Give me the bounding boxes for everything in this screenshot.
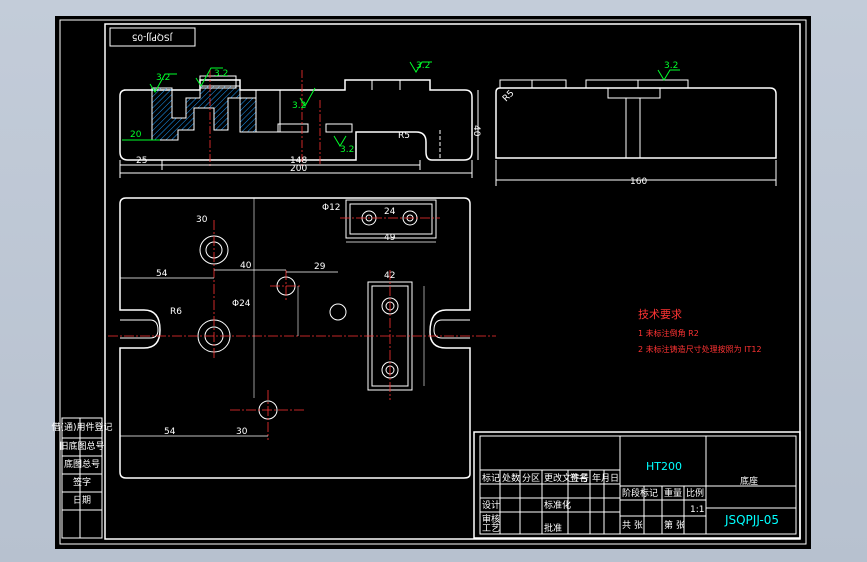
tech-req-line-1: 1 未标注倒角 R2 (638, 328, 699, 338)
roughness-front-3: 3.2 (292, 101, 306, 111)
scale-label: 1:1 (690, 505, 704, 515)
dim-top-24: 24 (384, 207, 396, 217)
dim-top-54b: 54 (164, 427, 176, 437)
sheet-background (55, 16, 811, 549)
roughness-front-1: 3.2 (156, 73, 170, 83)
dim-top-40: 40 (240, 261, 252, 271)
tb-label-1: 标记 (482, 472, 500, 484)
material-label: HT200 (646, 460, 682, 473)
tech-req-line-2: 2 未标注铸造尺寸处理按照为 IT12 (638, 344, 762, 354)
tb-row2-4: 重量 (664, 487, 682, 499)
dim-front-40: 40 (471, 125, 481, 137)
strip-label-2: 旧底图总号 (59, 440, 104, 452)
tb-label-2: 处数 (502, 472, 520, 484)
dim-side-160: 160 (630, 177, 647, 187)
dim-top-phi2: Φ12 (322, 203, 341, 213)
tb-row2-2: 标准化 (544, 499, 571, 511)
tb-row3-2: 工艺 (482, 523, 500, 534)
front-view: 3.2 3.2 3.2 3.2 3.2 20 25 148 200 40 R5 (119, 61, 481, 178)
dim-front-200: 200 (290, 164, 307, 174)
tb-row3-1: 审核 (482, 513, 500, 525)
dim-front-20: 20 (130, 130, 142, 140)
drawing-number-top: JSQPJJ-05 (132, 32, 174, 42)
tb-row2-1: 设计 (482, 499, 500, 511)
roughness-front-4: 3.2 (416, 61, 430, 71)
roughness-side: 3.2 (664, 61, 678, 71)
strip-label-3: 底图总号 (64, 458, 100, 470)
tb-label-4: 更改文件号 (544, 472, 589, 484)
dim-top-30a: 30 (196, 215, 208, 225)
dim-top-29: 29 (314, 262, 326, 272)
part-name-label: 底座 (740, 475, 758, 487)
tb-label-3: 分区 (522, 473, 540, 484)
technical-requirements: 技术要求 1 未标注倒角 R2 2 未标注铸造尺寸处理按照为 IT12 (638, 308, 762, 354)
tb-row3-5: 第 张 (664, 519, 685, 531)
dim-front-148: 148 (290, 156, 307, 166)
side-view: 3.2 160 R5 (495, 61, 777, 187)
drawing-border (104, 23, 801, 540)
title-block: 标记 处数 分区 更改文件号 签名 年月日 设计 标准化 阶段标记 重量 比例 … (473, 431, 801, 539)
outer-frame (59, 19, 807, 545)
dim-top-42: 42 (384, 271, 395, 281)
strip-label-1: 借(通)用件登记 (51, 421, 112, 433)
tb-label-5: 签名 (570, 472, 588, 484)
strip-label-5: 日期 (73, 495, 91, 506)
dim-top-49: 49 (384, 233, 396, 243)
tech-req-title: 技术要求 (638, 308, 682, 321)
roughness-front-2: 3.2 (214, 69, 228, 79)
dim-top-phi: Φ24 (232, 299, 251, 309)
dim-top-54a: 54 (156, 269, 168, 279)
drawing-number-label: JSQPJJ-05 (724, 513, 779, 527)
dim-top-30b: 30 (236, 427, 248, 437)
tb-row3-3: 批准 (544, 522, 562, 534)
top-view: 54 54 30 40 29 49 24 42 30 R6 Φ24 Φ12 (108, 197, 496, 479)
left-strip-table: 借(通)用件登记 旧底图总号 底图总号 签字 日期 (51, 417, 113, 539)
dim-front-r5: R5 (398, 131, 410, 141)
roughness-front-5: 3.2 (340, 145, 354, 155)
dim-top-r6: R6 (170, 307, 182, 317)
tb-row2-3: 阶段标记 (622, 487, 658, 499)
tb-row2-5: 比例 (686, 487, 704, 499)
strip-label-4: 签字 (73, 476, 91, 488)
tb-row3-4: 共 张 (622, 520, 643, 531)
tb-label-6: 年月日 (592, 472, 619, 484)
drawing-number-box: JSQPJJ-05 (109, 27, 196, 47)
dim-front-25: 25 (136, 156, 147, 166)
